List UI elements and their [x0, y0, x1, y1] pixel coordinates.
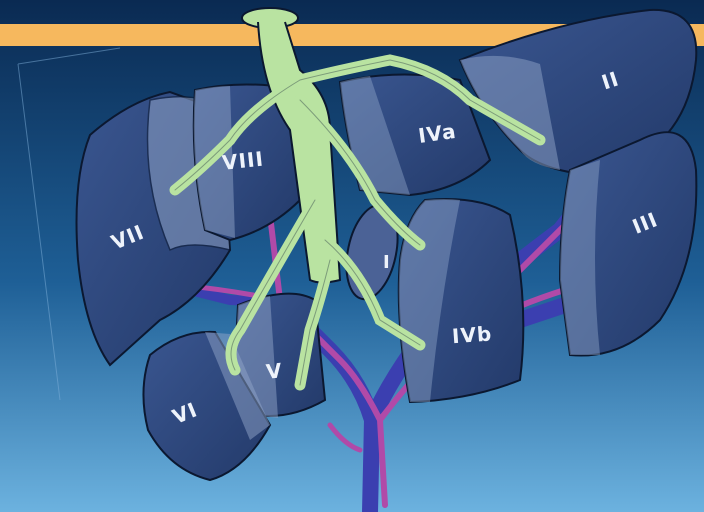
segment-IVb: IVb [399, 199, 524, 402]
segment-label-V: V [265, 358, 284, 384]
segment-label-VIII: VIII [221, 147, 265, 175]
segment-label-IVb: IVb [451, 321, 493, 348]
segment-label-I: I [383, 252, 391, 273]
